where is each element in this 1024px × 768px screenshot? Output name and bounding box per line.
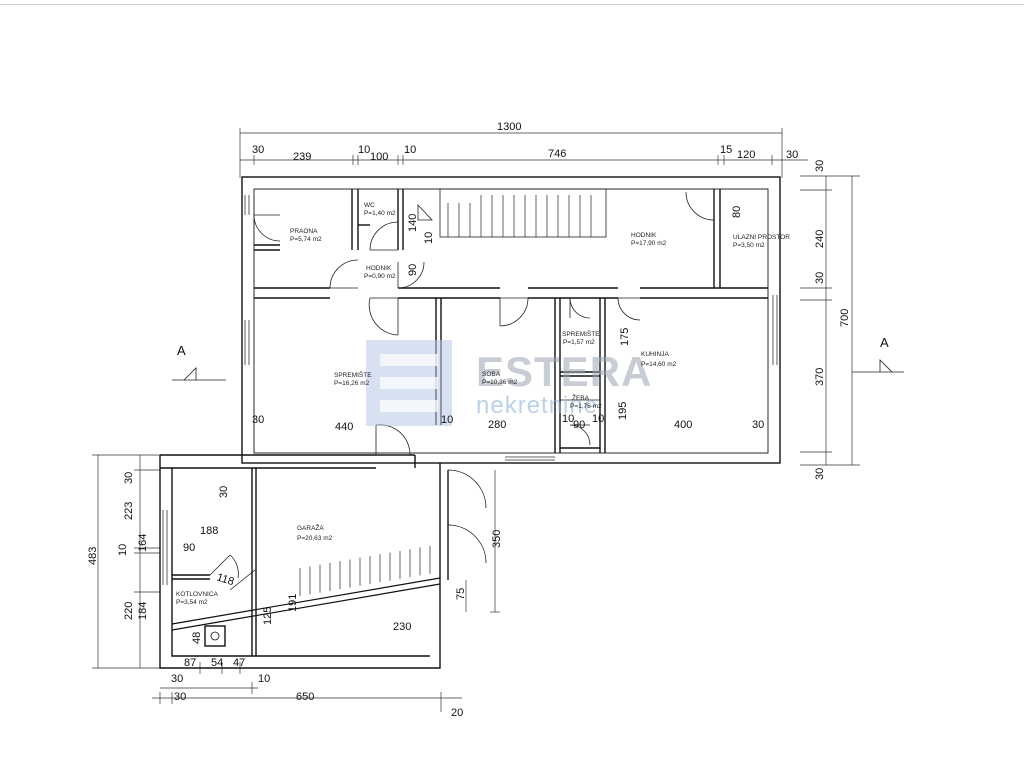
- dim-garage-1: 188: [200, 525, 218, 537]
- room-hodnik-main-name: HODNIK: [631, 232, 657, 239]
- dim-garage-7: 75: [455, 588, 467, 600]
- dim-top-6: 15: [720, 144, 732, 156]
- section-mark-left-arrow: [172, 367, 226, 381]
- dim-bottom-30a: 30: [171, 673, 183, 685]
- room-kotlovnica-area: P=3,54 m2: [176, 599, 208, 606]
- dim-top-7: 120: [737, 149, 755, 161]
- room-garaza-name: GARAŽA: [297, 523, 324, 532]
- room-praona-name: PRAONA: [290, 228, 318, 235]
- dim-top-2: 10: [358, 144, 370, 156]
- dim-row-8: 400: [674, 419, 692, 431]
- dim-top-total: 1300: [497, 121, 521, 133]
- watermark-logo: [366, 340, 452, 426]
- dim-garage-2: 90: [183, 542, 195, 554]
- dim-bottom-54: 54: [211, 657, 223, 669]
- dim-right-total: 700: [839, 309, 851, 327]
- dim-right-4: 30: [814, 468, 826, 480]
- watermark-subtitle: nekretnine: [476, 392, 598, 419]
- dim-row-4: 10: [562, 413, 574, 425]
- dimension-lines: [92, 128, 860, 712]
- room-kuhinja-area: P=14,60 m2: [641, 361, 677, 368]
- dim-interior-0: 140: [407, 214, 419, 232]
- stairs-garage-steps: [299, 545, 431, 597]
- dim-top-4: 10: [404, 144, 416, 156]
- dim-top-8: 30: [786, 149, 798, 161]
- dim-garage-5: 191: [287, 594, 299, 612]
- room-kuhinja-name: KUHINJA: [641, 351, 669, 358]
- dim-row-0: 30: [252, 414, 264, 426]
- room-hodnik-small-name: HODNIK: [366, 265, 392, 272]
- dim-interior-2: 90: [407, 264, 419, 276]
- dim-garage-8: 230: [393, 621, 411, 633]
- room-garaza-area: P=20,63 m2: [297, 535, 333, 542]
- room-spremiste-small-area: P=1,57 m2: [563, 339, 595, 346]
- dim-bottom-650: 650: [296, 691, 314, 703]
- dim-garage-0: 30: [218, 486, 230, 498]
- dim-row-5: 90: [573, 419, 585, 431]
- dim-right-2: 30: [814, 272, 826, 284]
- dim-left-1: 223: [123, 502, 135, 520]
- room-kotlovnica-name: KOTLOVNICA: [176, 591, 219, 598]
- room-hodnik-main-area: P=17,90 m2: [631, 240, 667, 247]
- room-hodnik-small-area: P=0,90 m2: [364, 273, 396, 280]
- dim-garage-4: 125: [262, 607, 274, 625]
- dim-garage-6: 350: [491, 530, 503, 548]
- dim-row-7: 195: [617, 402, 629, 420]
- dim-row-9: 30: [752, 419, 764, 431]
- dim-interior-4: 175: [619, 328, 631, 346]
- room-spremiste-big-name: SPREMIŠTE: [334, 370, 372, 379]
- dim-bottom-87: 87: [184, 657, 196, 669]
- room-ceba-name: ŽEBA: [572, 393, 590, 402]
- windows: [162, 195, 778, 585]
- section-mark-right-arrow: [852, 359, 904, 373]
- dim-top-3: 100: [370, 151, 388, 163]
- dim-row-2: 10: [441, 414, 453, 426]
- dim-right-1: 240: [814, 230, 826, 248]
- room-ceba-area: P=1,75 m2: [570, 403, 602, 410]
- dim-right-3: 370: [814, 368, 826, 386]
- room-soba-area: P=10,36 m2: [482, 379, 518, 386]
- dim-left-4: 220: [123, 602, 135, 620]
- dim-bottom-30b: 30: [174, 691, 186, 703]
- dim-left-total: 483: [87, 547, 99, 565]
- dim-bottom-47: 47: [233, 657, 245, 669]
- section-label-right: A: [880, 335, 889, 350]
- dim-bottom-20: 20: [451, 707, 463, 719]
- dim-left-2: 10: [117, 544, 129, 556]
- dim-bottom-10: 10: [258, 673, 270, 685]
- room-wc-name: WC: [364, 202, 375, 209]
- dim-right-0: 30: [814, 160, 826, 172]
- dim-row-3: 280: [488, 419, 506, 431]
- dim-interior-1: 10: [423, 232, 435, 244]
- stairs-main: [439, 188, 607, 238]
- dim-top-1: 239: [293, 151, 311, 163]
- room-soba-name: SOBA: [482, 371, 501, 378]
- watermark-brand: ESTERA: [476, 348, 652, 395]
- room-spremiste-big-area: P=16,26 m2: [334, 380, 370, 387]
- doors: [209, 190, 715, 591]
- room-praona-area: P=5,74 m2: [290, 236, 322, 243]
- dim-top-0: 30: [252, 144, 264, 156]
- dim-left-5: 184: [137, 602, 149, 620]
- section-label-left: A: [177, 343, 186, 358]
- dim-garage-9: 48: [191, 632, 203, 644]
- room-wc-area: P=1,40 m2: [364, 210, 396, 217]
- dim-row-1: 440: [335, 421, 353, 433]
- dim-left-0: 30: [123, 472, 135, 484]
- dim-row-6: 10: [592, 413, 604, 425]
- room-spremiste-small-name: SPREMIŠTE: [562, 329, 600, 338]
- dim-left-3: 164: [137, 534, 149, 552]
- stairs-main-steps: [447, 195, 592, 237]
- walls: [159, 176, 781, 669]
- dim-top-5: 746: [548, 148, 566, 160]
- room-ulazni-area: P=3,50 m2: [733, 242, 765, 249]
- dim-interior-3: 80: [731, 206, 743, 218]
- room-ulazni-name: ULAZNI PROSTOR: [733, 234, 790, 241]
- top-rule: [0, 4, 1024, 5]
- dim-garage-3: 118: [215, 571, 235, 588]
